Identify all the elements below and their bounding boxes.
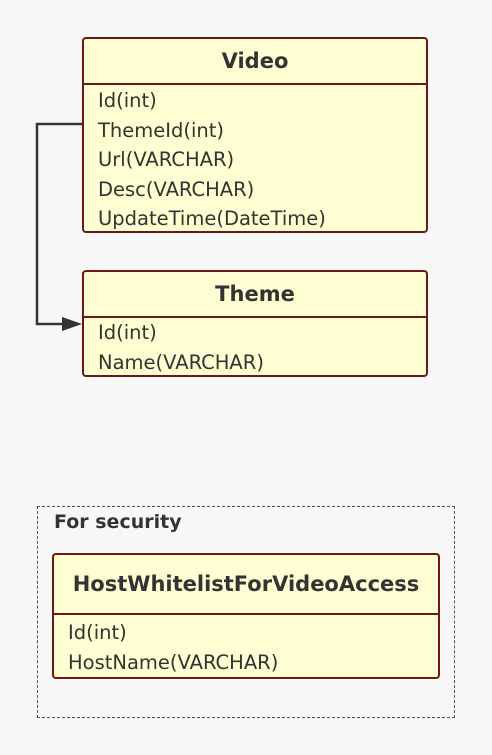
video-field-url: Url(VARCHAR) (98, 148, 235, 171)
theme-entity: Theme Id(int) Name(VARCHAR) (82, 270, 428, 377)
video-field-updatetime: UpdateTime(DateTime) (98, 207, 326, 230)
video-field-id: Id(int) (98, 89, 157, 112)
video-entity-title: Video (84, 39, 426, 85)
host-field-id: Id(int) (68, 621, 127, 644)
video-entity: Video Id(int) ThemeId(int) Url(VARCHAR) … (82, 37, 428, 233)
security-group-label: For security (54, 511, 182, 533)
theme-entity-title: Theme (84, 272, 426, 318)
host-whitelist-entity-fields: Id(int) HostName(VARCHAR) (54, 615, 438, 677)
security-group: For security (37, 506, 455, 718)
theme-entity-fields: Id(int) Name(VARCHAR) (84, 318, 426, 377)
video-entity-fields: Id(int) ThemeId(int) Url(VARCHAR) Desc(V… (84, 85, 426, 234)
host-whitelist-entity: HostWhitelistForVideoAccess Id(int) Host… (52, 553, 440, 679)
theme-field-name: Name(VARCHAR) (98, 350, 264, 374)
host-field-hostname: HostName(VARCHAR) (68, 650, 279, 674)
video-field-themeid: ThemeId(int) (98, 118, 225, 142)
theme-field-id: Id(int) (98, 321, 157, 344)
host-whitelist-entity-title: HostWhitelistForVideoAccess (54, 555, 438, 615)
video-field-desc: Desc(VARCHAR) (98, 177, 255, 201)
